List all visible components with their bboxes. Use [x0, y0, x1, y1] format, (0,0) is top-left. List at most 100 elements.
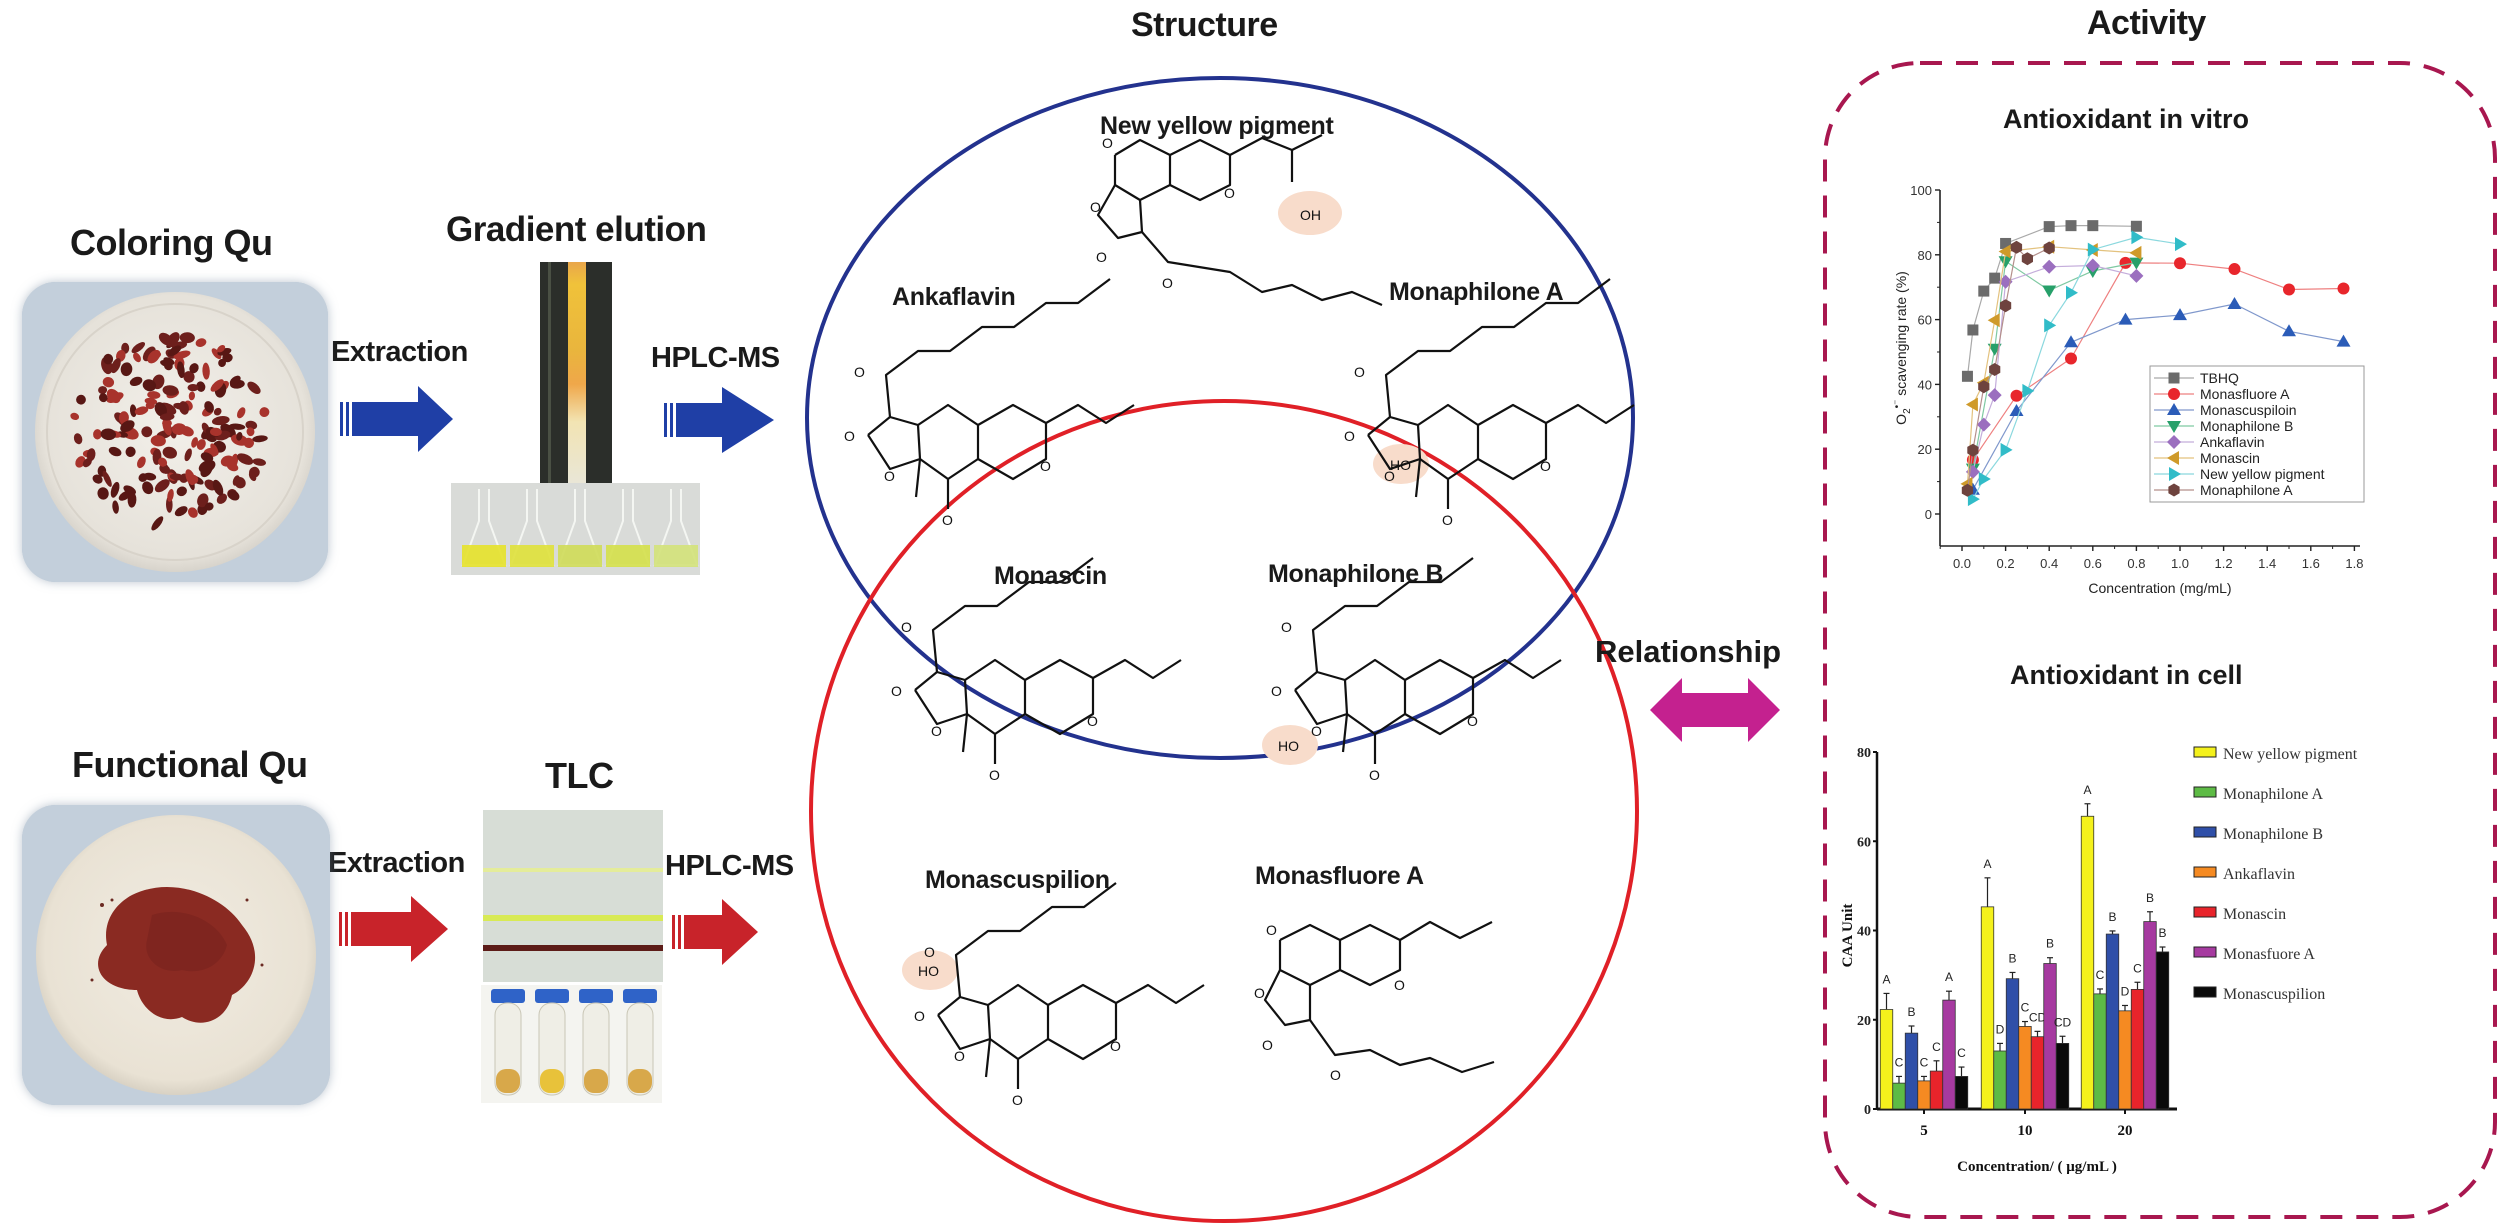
y-tick-label: 80 — [1918, 248, 1932, 263]
rice-grain — [167, 488, 174, 502]
rice-grain — [70, 412, 80, 421]
bond — [914, 670, 969, 726]
rice-grain — [228, 423, 246, 430]
tube-cap — [491, 989, 525, 1003]
y-tick-label: 40 — [1918, 377, 1932, 392]
legend-marker — [2167, 451, 2179, 465]
bond — [977, 403, 1048, 481]
rice-grain — [110, 481, 120, 498]
legend-marker — [2167, 403, 2181, 415]
atom-label: O — [1354, 364, 1365, 380]
atom-label: O — [1262, 1037, 1273, 1053]
data-point — [1978, 285, 1990, 297]
rice-grain — [222, 353, 233, 363]
arrow-stripe — [678, 915, 681, 949]
data-point — [2000, 237, 2012, 249]
red-yeast-powder-image — [22, 805, 330, 1105]
bond — [1344, 658, 1407, 736]
data-point — [2118, 312, 2133, 325]
rice-grain — [162, 418, 172, 436]
y-label-main: O — [1893, 414, 1909, 425]
significance-letter: C — [2133, 961, 2142, 975]
alkyl-chain — [1384, 278, 1611, 418]
rice-grain — [102, 470, 112, 487]
y-tick-label: 60 — [1918, 313, 1932, 328]
legend-label: Monascuspilion — [2223, 986, 2325, 1003]
tlc-title: TLC — [545, 755, 614, 796]
significance-letter: C — [1895, 1055, 1904, 1069]
hydroxyl-label: HO — [918, 963, 939, 979]
rice-grain — [147, 391, 161, 399]
structure-title: Structure — [1131, 6, 1278, 44]
rice-grain — [120, 362, 133, 377]
bar — [1954, 1076, 1969, 1110]
red-set-ellipse — [809, 399, 1639, 1223]
x-tick-label: 1.8 — [2345, 556, 2363, 571]
legend-marker — [2167, 435, 2181, 449]
x-tick-label: 1.2 — [2215, 556, 2233, 571]
atom-label: O — [1394, 977, 1405, 993]
x-tick-label: 1.4 — [2258, 556, 2276, 571]
bond — [1294, 670, 1349, 726]
rice-grain — [216, 493, 227, 504]
compound-label-monascin: Monascin — [994, 562, 1107, 590]
compound-label-monaphilone-b: Monaphilone B — [1268, 560, 1444, 588]
hydroxyl-highlight — [902, 950, 958, 990]
atom-label: O — [1162, 275, 1173, 291]
data-point — [1967, 492, 1980, 507]
rice-grain — [73, 433, 83, 445]
rice-grain — [191, 437, 199, 448]
atom-label: O — [1040, 458, 1051, 474]
arrow-body — [676, 387, 774, 453]
atom-label: O — [1266, 922, 1277, 938]
significance-letter: CD — [2029, 1010, 2047, 1024]
red-yeast-rice-grains-image — [22, 282, 328, 582]
rice-grain — [196, 381, 206, 392]
rice-grain — [236, 431, 243, 441]
flask-liquid — [606, 545, 650, 567]
flask-liquid — [462, 545, 506, 567]
rice-grain — [167, 345, 182, 357]
rice-grain — [76, 394, 86, 405]
significance-letter: A — [1983, 857, 1991, 871]
rice-grain — [195, 338, 207, 347]
bond — [1404, 658, 1475, 736]
rice-grain — [210, 427, 222, 437]
rice-grain — [137, 456, 146, 469]
y-tick-label: 0 — [1925, 507, 1932, 522]
rice-grain — [103, 353, 114, 365]
data-point — [2119, 256, 2132, 269]
y-tick-label: 20 — [1918, 442, 1932, 457]
bar — [1929, 1070, 1944, 1110]
rice-grain — [108, 446, 122, 457]
functional-qu-title: Functional Qu — [72, 744, 308, 785]
rice-grain — [179, 332, 195, 344]
arrow-stripe — [670, 403, 673, 437]
rice-grain — [183, 371, 195, 383]
data-point — [1987, 388, 2002, 403]
rice-grain — [171, 423, 187, 436]
legend-marker — [2169, 467, 2181, 481]
arrow-stripe — [345, 912, 348, 946]
series-new-yellow-pigment — [1967, 230, 2187, 507]
data-point — [2043, 221, 2055, 233]
rice-grain — [158, 332, 173, 346]
bar — [1980, 906, 1995, 1110]
y-label-sub: 2 — [1902, 408, 1913, 414]
bar — [2043, 963, 2057, 1110]
arrow-stripe — [339, 912, 342, 946]
rice-grain — [210, 379, 224, 392]
arrow-body — [684, 899, 758, 965]
data-point — [2066, 285, 2078, 300]
bond — [914, 458, 922, 498]
legend-marker — [2168, 372, 2180, 384]
chromatography-column-photo — [540, 262, 612, 484]
rice-grain — [232, 475, 240, 486]
significance-letter: C — [1932, 1040, 1941, 1054]
rice-grain — [129, 376, 143, 387]
bar — [1917, 1080, 1931, 1110]
rice-grain — [245, 420, 258, 430]
rice-grain — [184, 448, 192, 462]
rice-grain — [143, 472, 157, 481]
legend-swatch — [2193, 946, 2217, 958]
